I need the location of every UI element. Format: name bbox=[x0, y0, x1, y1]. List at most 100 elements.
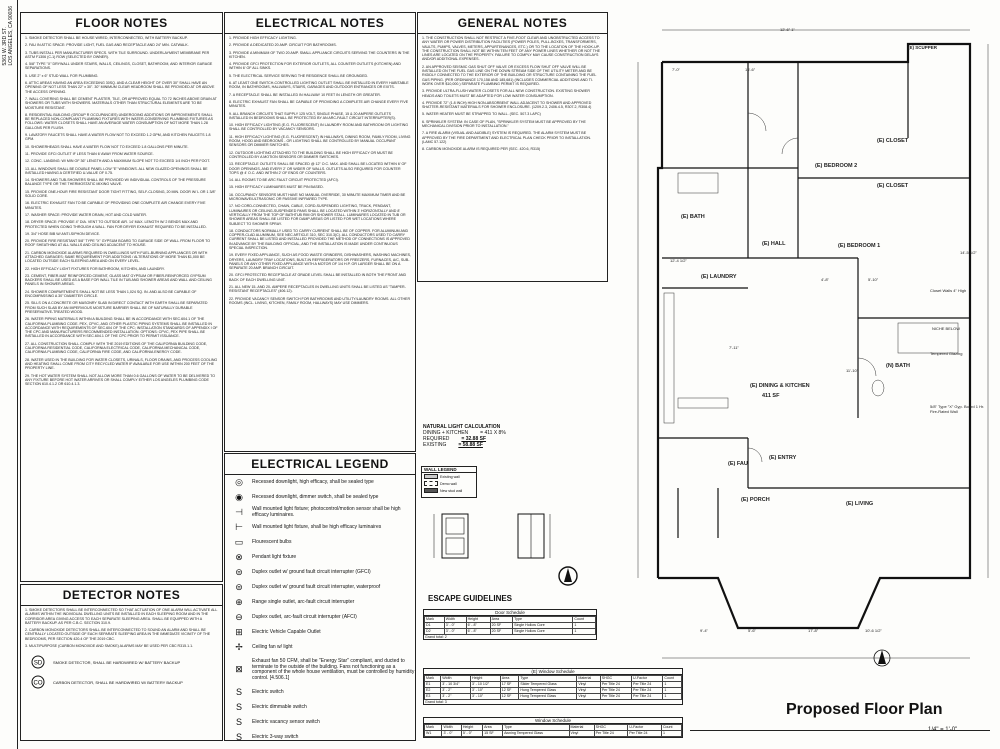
recessed-dimmer-icon: ◉ bbox=[235, 491, 243, 502]
floor-notes-item: 22. HIGH EFFICACY LIGHT FIXTURES FOR BAT… bbox=[25, 266, 165, 271]
electrical-legend-label: Pendant light fixture bbox=[252, 553, 297, 560]
table-cell: Vinyl bbox=[576, 693, 601, 700]
room-dining-kitchen: (E) DINING & KITCHEN bbox=[750, 383, 810, 389]
electrical-legend-row: ⊜Duplex outlet w/ ground fault circuit i… bbox=[225, 580, 415, 595]
scupper-label: (E) SCUPPER bbox=[908, 45, 938, 50]
floor-notes-item: 6. ATTIC AREAS HAVING AN AREA EXCEEDING … bbox=[25, 81, 215, 94]
electrical-notes-item: 5. THE ELECTRICAL SERVICE SERVING THE RE… bbox=[229, 73, 369, 78]
natural-light-rows: DINING + KITCHEN= 411 X 8%REQUIRED= 32.8… bbox=[423, 430, 506, 448]
natural-light-row: DINING + KITCHEN= 411 X 8% bbox=[423, 430, 506, 436]
north-arrow-icon bbox=[873, 649, 891, 667]
natural-light-value: = 58.88 SF bbox=[458, 442, 483, 448]
natural-light-label: EXISTING bbox=[423, 442, 447, 448]
general-notes-item: 6. SPRINKLER SYSTEM: IN CASE OF PLAN, "S… bbox=[422, 119, 586, 129]
existing-wall-swatch bbox=[424, 474, 438, 479]
electrical-legend-row: ⊕Range single outlet, arc-fault circuit … bbox=[225, 595, 415, 610]
table-cell: 3' - 0" bbox=[443, 628, 467, 635]
room-bath: (E) BATH bbox=[681, 214, 705, 220]
electrical-legend-title: ELECTRICAL LEGEND bbox=[225, 454, 415, 475]
natural-light-row: EXISTING = 58.88 SF bbox=[423, 442, 506, 448]
electrical-legend-label: Ceiling fan w/ light bbox=[252, 643, 293, 650]
floor-notes-item: 2. FAU IN ATTIC SPACE: PROVIDE LIGHT, FU… bbox=[25, 43, 189, 48]
smoke-detector-icon: SD bbox=[31, 655, 45, 669]
electrical-legend-label: Wall mounted light fixture; photocontrol… bbox=[252, 506, 401, 518]
floor-notes-item: 23. CEMENT, FIBER-MAT REINFORCED CEMENT,… bbox=[25, 273, 212, 287]
electrical-legend-label: Electric 3-way switch bbox=[252, 733, 299, 740]
electrical-notes-item: 16. OCCUPANCY SENSORS MUST HAVE NO MANUA… bbox=[229, 192, 406, 202]
floor-notes-item: 13. ALL WINDOWS SHALL BE DOUBLE PANEL LO… bbox=[25, 166, 208, 175]
escape-guidelines-title: ESCAPE GUIDELINES bbox=[428, 594, 513, 603]
natural-light-row: REQUIRED= 32.88 SF bbox=[423, 436, 506, 442]
wall-legend-demo: Demo wall bbox=[422, 480, 476, 487]
electrical-notes-item: 21. ALL NEW 15- AND 20- AMPERE RECEPTACL… bbox=[229, 285, 406, 294]
table-cell: Per Title 24 bbox=[593, 730, 629, 737]
fire-rated-wall-note: 5/8" Type "X" Gyp. Board 1 Hr. Fire-Rate… bbox=[930, 404, 985, 414]
table-cell: Per Title 24 bbox=[599, 693, 633, 700]
floor-notes-item: 5. USE 2" x 6" STUD WALL FOR PLUMBING. bbox=[25, 73, 99, 78]
table-cell: 3' - 2" bbox=[440, 693, 472, 700]
floor-notes-item: 25. SILLS ON A CONCRETE OR MASONRY SLAB … bbox=[25, 301, 208, 314]
dimension-12: 10'-6 1/2" bbox=[865, 628, 882, 633]
electrical-legend-label: Exhaust fan 50 CFM, shall be "Energy Sta… bbox=[252, 658, 415, 681]
electrical-notes-item: 11. HIGH EFFICACY LIGHTING (E.G. FLUORES… bbox=[229, 134, 411, 148]
range-outlet-icon: ⊕ bbox=[235, 596, 243, 607]
escape-diagram bbox=[433, 513, 578, 586]
electrical-notes-item: 13. RECEPTACLE OUTLETS SHALL BE SPACED @… bbox=[229, 162, 407, 175]
detector-notes-item: 3. MULTIPURPOSE (CARBON MONOXIDE AND SMO… bbox=[25, 644, 194, 649]
room-closet-1: (E) CLOSET bbox=[877, 138, 909, 144]
room-porch: (E) PORCH bbox=[741, 497, 770, 503]
electrical-legend-row: ⊠ Exhaust fan 50 CFM, shall be "Energy St… bbox=[225, 655, 415, 685]
wall-mounted-light-icon: ⊣ bbox=[235, 506, 243, 517]
electrical-notes-item: 7. A RECEPTACLE SHALL BE INSTALLED IN HA… bbox=[229, 92, 381, 97]
electrical-legend-row: ▭Flourescent bulbs bbox=[225, 535, 415, 550]
electrical-notes-list: 1. PROVIDE HIGH EFFICACY LIGHTING. 2. PRO… bbox=[225, 34, 415, 305]
exhaust-fan-icon: ⊠ bbox=[235, 664, 243, 675]
electrical-notes-item: 22. PROVIDE VACANCY SENSOR SWITCH FOR BA… bbox=[229, 296, 411, 305]
detector-notes-panel: DETECTOR NOTES 1. SMOKE DETECTORS SHALL … bbox=[20, 584, 223, 741]
electrical-legend-list: ◎Recessed downlight, high efficacy, shal… bbox=[225, 475, 415, 740]
electrical-legend-label: Duplex outlet, arc-fault circuit interru… bbox=[252, 613, 357, 620]
table-cell: 6' - 8" bbox=[465, 628, 491, 635]
floor-notes-item: 7. WALL COVERING SHALL BE CEMENT PLASTER… bbox=[25, 96, 217, 110]
electrical-notes-item: 4. PROVIDE GFCI PROTECTION FOR EXTERIOR … bbox=[229, 62, 401, 71]
door-schedule-title: Door Schedule bbox=[424, 610, 596, 616]
table-cell: Hung Tempered Glass bbox=[518, 693, 578, 700]
dimmable-switch-icon: S bbox=[235, 701, 242, 712]
general-notes-panel: GENERAL NOTES 1. THE CONSTRUCTION SHALL … bbox=[417, 12, 608, 282]
electrical-notes-item: 10. HIGH EFFICACY LIGHTING (E.G. FLUORES… bbox=[229, 123, 409, 132]
smoke-detector-legend: SD SMOKE DETECTOR, SHALL BE HARDWIRED W/… bbox=[31, 655, 212, 669]
table-cell: 3' - 10" bbox=[470, 693, 501, 700]
floor-notes-item: 17. WASHER SPACE: PROVIDE WATER DRAIN, H… bbox=[25, 212, 147, 217]
dimension-11: 17'-8" bbox=[808, 628, 819, 633]
table-cell: Vinyl bbox=[568, 730, 595, 737]
wall-legend-existing: Existing wall bbox=[422, 473, 476, 480]
electrical-legend-label: Electric Vehicle Capable Outlet bbox=[252, 628, 321, 635]
electrical-legend-row: ⊜Duplex outlet w/ ground fault circuit i… bbox=[225, 565, 415, 580]
general-notes-item: 5. WATER HEATER MUST BE STRAPPED TO WALL… bbox=[422, 112, 541, 117]
electrical-notes-item: 2. PROVIDE A DEDICATED 20 AMP. CIRCUIT F… bbox=[229, 43, 337, 48]
pendant-light-icon: ⊗ bbox=[235, 551, 243, 562]
room-bedroom-2: (E) BEDROOM 2 bbox=[815, 163, 858, 169]
carbon-detector-label: CARBON DETECTOR, SHALL BE HARDWIRED W/ B… bbox=[53, 679, 183, 685]
floor-notes-item: 28. WATER USED IN THE BUILDING FOR WATER… bbox=[25, 357, 218, 371]
detector-notes-list: 1. SMOKE DETECTORS SHALL BE INTERCONNECT… bbox=[21, 606, 222, 648]
electrical-notes-item: 17. NO CORD-CONNECTED, CHAIN, CABLE, COR… bbox=[229, 204, 406, 226]
general-notes-item: 2. AN APPROVED SEISMIC GAS SHUT OFF VALV… bbox=[422, 64, 597, 86]
floor-notes-item: 20. PROVIDE FIRE RESISTANT 5/8" TYPE "X"… bbox=[25, 239, 211, 248]
general-notes-item: 3. PROVIDE ULTRA-FLUSH WATER CLOSETS FOR… bbox=[422, 89, 590, 98]
floor-notes-item: 29. THE HOT WATER SYSTEM SHALL NOT ALLOW… bbox=[25, 373, 216, 387]
floor-notes-item: 21. CARBON MONOXIDE ALARMS REQUIRED IN D… bbox=[25, 250, 208, 264]
electrical-notes-item: 1. PROVIDE HIGH EFFICACY LIGHTING. bbox=[229, 36, 297, 40]
room-dining-area: 411 SF bbox=[762, 393, 780, 399]
dimension-top: 12'-6" 1" bbox=[780, 27, 795, 32]
closet-walls-note: Closet Walls 4" High bbox=[930, 288, 967, 293]
floor-notes-item: 27. ALL CONSTRUCTION SHALL COMPLY WITH T… bbox=[25, 341, 208, 355]
electrical-legend-label: Wall mounted light fixture, shall be hig… bbox=[252, 523, 382, 530]
electrical-notes-item: 19. EVERY FIXED APPLIANCE, SUCH AS FOOD … bbox=[229, 253, 411, 271]
